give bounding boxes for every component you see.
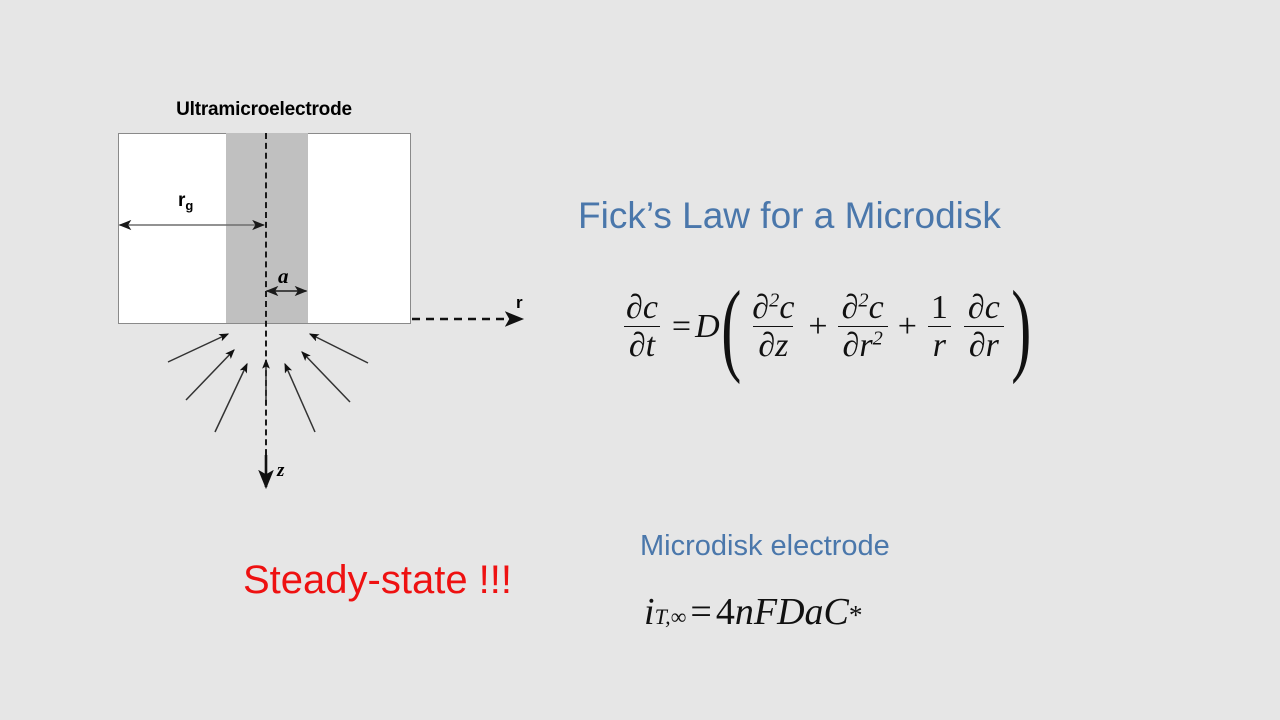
flux-arrow (301, 351, 351, 403)
current-subscript-T: T, (654, 604, 671, 629)
term-r2-num-variable: c (868, 289, 884, 326)
equals-sign: = (671, 307, 692, 345)
label-rg: rg (178, 190, 193, 213)
lhs-num-variable: c (642, 289, 658, 326)
lhs-denominator: ∂t (623, 326, 661, 365)
term-z-numerator: ∂2c (747, 290, 799, 326)
ultramicroelectrode-diagram: Ultramicroelectrode (0, 0, 600, 520)
partial-symbol: ∂ (967, 289, 985, 326)
partial-symbol: ∂ (628, 327, 646, 365)
dc-dr-den-variable: r (985, 327, 999, 365)
plus-sign-1: + (808, 307, 828, 345)
faraday-constant-symbol: F (753, 591, 778, 633)
one-over-r-denominator: r (927, 326, 951, 364)
term-dc-dr-fraction: ∂c ∂r (963, 290, 1005, 364)
one-over-r-numerator: 1 (930, 289, 948, 326)
label-z-axis: z (277, 460, 285, 481)
partial-symbol: ∂ (968, 327, 986, 365)
term-r2-den-variable: r (859, 327, 873, 365)
label-r-axis: r (516, 293, 523, 312)
diffusion-coefficient-symbol: D (777, 591, 805, 633)
flux-arrow (167, 333, 230, 363)
partial-symbol: ∂ (626, 289, 643, 326)
ficks-law-equation: ∂c ∂t = D ( ∂2c ∂z + ∂2c ∂r2 + 1 r ∂c ∂r… (616, 269, 1032, 385)
term-r2-fraction: ∂2c ∂r2 (837, 290, 889, 364)
current-symbol: i (644, 591, 655, 633)
term-z-den-variable: z (775, 327, 789, 365)
centerline-dashed-axis (265, 133, 267, 465)
ficks-law-heading: Fick’s Law for a Microdisk (578, 195, 1001, 236)
plus-sign-2: + (897, 307, 917, 345)
coefficient-four: 4 (715, 591, 735, 633)
bulk-concentration-star: * (848, 600, 863, 630)
microdisk-electrode-heading: Microdisk electrode (640, 530, 890, 562)
diffusion-flux-arrows (167, 333, 369, 433)
dc-dr-denominator: ∂r (963, 326, 1004, 365)
term-z-denominator: ∂z (753, 326, 794, 365)
term-z-exponent: 2 (769, 289, 780, 312)
term-r2-den-exponent: 2 (872, 327, 883, 350)
term-z-num-variable: c (779, 289, 795, 326)
paren-open: ( (720, 269, 742, 385)
term-r2-denominator: ∂r2 (837, 326, 888, 365)
electron-number-symbol: n (734, 591, 754, 633)
flux-arrow (308, 333, 369, 364)
diagram-title: Ultramicroelectrode (176, 99, 352, 120)
lhs-numerator: ∂c (621, 290, 663, 326)
equals-sign: = (690, 591, 712, 633)
current-subscript: T,∞ (655, 604, 687, 630)
partial-symbol: ∂ (841, 289, 859, 326)
label-a: a (278, 264, 289, 288)
flux-arrow (284, 362, 316, 433)
disk-radius-symbol: a (804, 591, 824, 633)
partial-symbol: ∂ (752, 289, 770, 326)
term-z-fraction: ∂2c ∂z (747, 290, 799, 364)
label-rg-base: r (178, 190, 186, 211)
term-one-over-r-fraction: 1 r (926, 290, 953, 364)
equation-lhs-fraction: ∂c ∂t (621, 290, 663, 364)
partial-symbol: ∂ (758, 327, 776, 365)
label-rg-subscript: g (185, 198, 194, 214)
dc-dr-numerator: ∂c (963, 290, 1005, 326)
lhs-den-variable: t (645, 327, 656, 365)
term-r2-numerator: ∂2c (837, 290, 889, 326)
insulating-sheath-band (226, 133, 308, 323)
diffusion-coefficient-symbol: D (695, 307, 720, 345)
term-r2-num-exponent: 2 (858, 289, 869, 312)
concentration-symbol: C (823, 591, 849, 633)
dc-dr-num-variable: c (984, 289, 1000, 326)
infinity-symbol: ∞ (670, 604, 687, 629)
flux-arrow (214, 362, 248, 433)
steady-state-callout: Steady-state !!! (243, 558, 513, 602)
partial-symbol: ∂ (842, 327, 860, 365)
paren-close: ) (1011, 269, 1032, 385)
flux-arrow (185, 349, 235, 401)
